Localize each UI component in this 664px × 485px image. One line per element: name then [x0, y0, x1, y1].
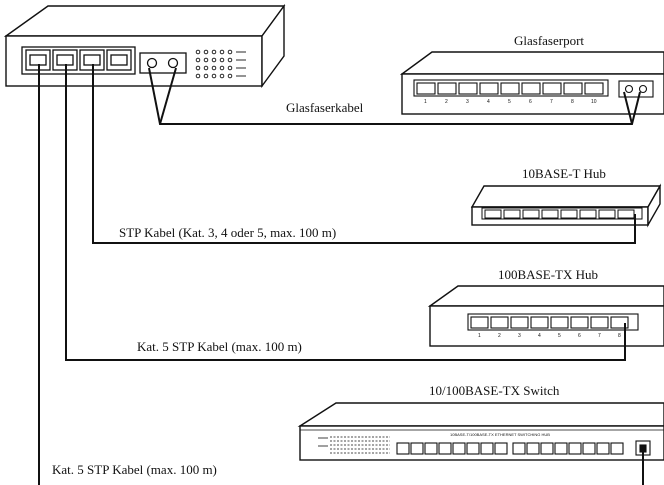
port-number: 3: [518, 333, 521, 339]
port-number: 1: [478, 333, 481, 339]
hub10-ports: [481, 207, 643, 220]
port-number: 8: [618, 333, 621, 339]
hub10-top: [470, 185, 662, 208]
switch-model-text: 10BASE-T/100BASE-TX ETHERNET SWITCHING H…: [450, 432, 550, 437]
main-switch-fiber-port: [139, 52, 187, 74]
kat5-cable-hub: [65, 64, 626, 361]
hub-100base-tx-device: [427, 285, 664, 347]
main-switch-side: [261, 3, 285, 89]
cables: [38, 64, 644, 485]
fiber-connector: [146, 57, 158, 69]
port-number: 5: [508, 99, 511, 105]
hub100-top: [427, 285, 664, 307]
kat5-cable-hub-label: Kat. 5 STP Kabel (max. 100 m): [137, 339, 302, 354]
fiber-port-label: Glasfaserport: [514, 33, 585, 48]
port-number: 6: [578, 333, 581, 339]
kat5-cable-switch-label: Kat. 5 STP Kabel (max. 100 m): [52, 462, 217, 477]
port-number: 2: [445, 99, 448, 105]
port-number: 6: [529, 99, 532, 105]
main-switch-top: [3, 5, 286, 37]
rj45-port-inner: [83, 54, 101, 66]
port-number: 2: [498, 333, 501, 339]
port-number: 4: [538, 333, 541, 339]
main-switch-rj45-ports: [21, 46, 136, 75]
fiber-device-port-numbers: 1 2 3 4 5 6 7 8 10: [424, 99, 597, 105]
port-number: 5: [558, 333, 561, 339]
hub10-side: [647, 183, 661, 228]
main-switch-led-matrix: [195, 49, 246, 79]
hub-10base-t-label: 10BASE-T Hub: [522, 166, 606, 181]
rj45-port-inner: [110, 54, 128, 66]
port-number: 1: [424, 99, 427, 105]
port-number: 3: [466, 99, 469, 105]
fiber-cable: [148, 67, 641, 125]
rj45-port-inner: [29, 54, 47, 66]
switch-ports: [396, 440, 651, 456]
rj45-port-inner: [56, 54, 74, 66]
fiber-cable-label: Glasfaserkabel: [286, 100, 364, 115]
stp-cable: [92, 64, 636, 244]
fiber-device-ports: [413, 79, 654, 98]
stp-cable-label: STP Kabel (Kat. 3, 4 oder 5, max. 100 m): [119, 225, 337, 240]
fiber-cable-strand: [159, 67, 177, 125]
hub100-ports: [467, 313, 639, 331]
switch-led-panel: [318, 436, 390, 454]
port-number: 7: [598, 333, 601, 339]
hub100-port-numbers: 1 2 3 4 5 6 7 8: [478, 333, 621, 339]
switch-label: 10/100BASE-TX Switch: [429, 383, 560, 398]
fiber-connector: [167, 57, 179, 69]
port-number: 7: [550, 99, 553, 105]
switch-top: [297, 402, 664, 427]
port-number: 4: [487, 99, 490, 105]
hub-100base-tx-label: 100BASE-TX Hub: [498, 267, 599, 282]
fiber-device-top: [399, 51, 664, 75]
rj45-port-frame: [21, 46, 136, 75]
fiber-cable-strand: [623, 91, 633, 125]
port-number: 8: [571, 99, 574, 105]
port-number: 10: [591, 99, 597, 105]
